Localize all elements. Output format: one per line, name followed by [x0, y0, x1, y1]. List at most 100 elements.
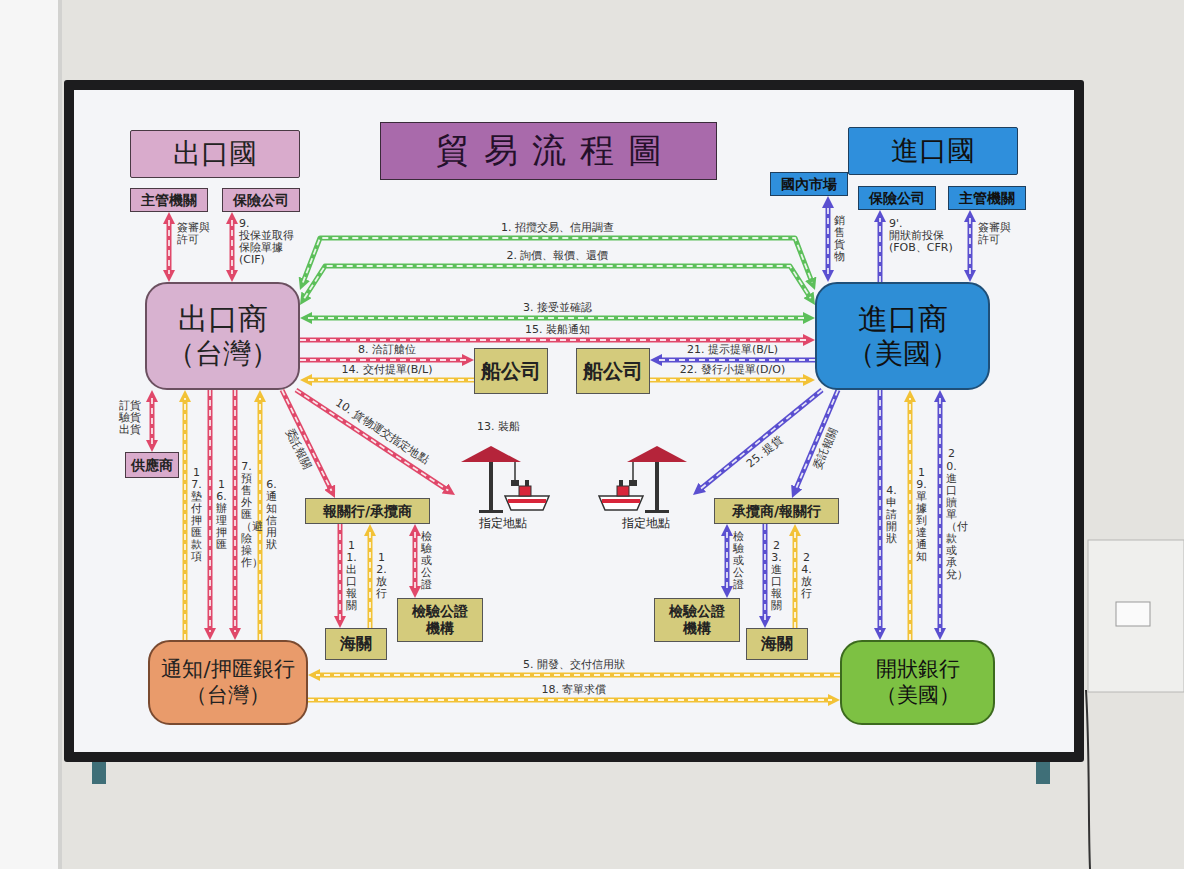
flow-line-dash — [234, 390, 236, 632]
carrier-box: 船公司 — [474, 348, 548, 394]
edge-label: 18. 寄單求償 — [541, 684, 608, 696]
edge-label: 10. 貨物運交指定地點 — [332, 397, 431, 468]
flow-line-dash — [879, 390, 881, 632]
flow-arrow — [296, 390, 448, 491]
node-text: 保險公司 — [233, 192, 289, 209]
node-text: 船公司 — [583, 359, 643, 383]
flow-line — [413, 532, 418, 590]
flow-arrow — [304, 266, 810, 298]
flow-arrow — [765, 524, 766, 620]
flow-line-dash — [184, 398, 186, 640]
edge-label: 訂貨 驗貨 出貨 — [118, 400, 146, 436]
flow-line-dash — [794, 532, 796, 628]
flow-line — [763, 524, 768, 620]
edge-label: 簽審與 許可 — [977, 222, 1015, 246]
node-text: 出口國 — [173, 137, 257, 171]
flow-arrow — [169, 220, 170, 274]
flow-arrow — [303, 238, 812, 283]
edge-label: 檢驗或公證 — [733, 531, 744, 591]
node-text: 進口商 — [858, 301, 948, 337]
node-text: 開狀銀行 — [876, 657, 960, 682]
edge-label: 12. 放行 — [376, 552, 387, 600]
edge-label: 14. 交付提單(B/L) — [341, 364, 434, 376]
flow-line — [878, 390, 883, 632]
edge-label: 檢驗或公證 — [421, 531, 432, 591]
flow-line — [826, 204, 831, 274]
flow-arrow — [152, 398, 153, 444]
flow-line-dash — [296, 390, 448, 491]
node-text: 承攬商/報關行 — [732, 503, 821, 520]
node-text: 海關 — [761, 634, 793, 653]
flow-line — [167, 220, 172, 274]
crane-pole — [489, 462, 493, 512]
flow-arrow — [340, 524, 341, 620]
edge-label: 25. 提貨 — [744, 433, 786, 471]
node-text: 檢驗公證 機構 — [659, 603, 735, 637]
inspection-box: 檢驗公證 機構 — [654, 598, 740, 642]
flow-line — [793, 532, 798, 628]
flow-arrow — [260, 398, 261, 640]
edge-label: 15. 裝船通知 — [524, 324, 591, 336]
edge-label: 21. 提示提單(B/L) — [686, 344, 779, 356]
party-box: 保險公司 — [222, 188, 300, 212]
edge-label: 22. 發行小提單(D/O) — [679, 364, 786, 376]
ship-cabin — [617, 486, 629, 496]
flow-line — [233, 390, 238, 632]
edge-label: 4. 申請開狀 — [886, 485, 897, 545]
broker-box: 報關行/承攬商 — [305, 498, 430, 524]
flow-line — [300, 338, 807, 343]
crane-ship-illustration — [599, 446, 687, 513]
node-text: 保險公司 — [869, 190, 925, 207]
flow-line-dash — [300, 339, 807, 341]
edge-label: 7. 預售外匯（避險操作） — [241, 461, 252, 570]
edge-label: 9. 投保並取得 保險單據 (CIF) — [238, 218, 298, 266]
flow-line-dash — [308, 699, 832, 701]
ship-stack — [619, 480, 623, 486]
flow-arrow — [910, 398, 911, 640]
edge-label: 23. 進口報關 — [771, 540, 782, 613]
flow-line-dash — [308, 317, 807, 319]
bank-box: 開狀銀行（美國） — [840, 640, 995, 725]
node-text: 指定地點 — [479, 516, 527, 530]
flow-line-dash — [304, 266, 810, 298]
flow-line-dash — [650, 379, 807, 381]
board — [74, 90, 1074, 752]
flow-arrow — [282, 390, 331, 491]
flow-line — [308, 698, 832, 703]
edge-label: 委託報關 — [282, 426, 313, 473]
flow-arrow — [308, 380, 474, 381]
flow-line-dash — [300, 359, 466, 361]
node-text: （台灣） — [167, 337, 279, 371]
node-text: 進口國 — [891, 134, 975, 168]
flow-arrow — [940, 398, 941, 632]
crane-cable — [632, 462, 634, 480]
country-header: 出口國 — [130, 130, 300, 178]
party-box: 主管機關 — [948, 186, 1026, 210]
flow-arrow — [828, 204, 829, 274]
flow-arrow — [210, 390, 211, 632]
flow-line-dash — [303, 238, 812, 283]
flow-line — [208, 390, 213, 632]
flow-line-dash — [308, 379, 474, 381]
broker-box: 承攬商/報關行 — [714, 498, 839, 524]
flow-arrow — [300, 340, 807, 341]
flow-line — [258, 398, 263, 640]
flow-arrow — [658, 360, 815, 361]
flow-line-dash — [339, 524, 341, 620]
flow-line — [308, 316, 807, 321]
flow-arrow — [232, 220, 233, 274]
flow-line-dash — [764, 524, 766, 620]
flow-line — [230, 220, 235, 274]
flow-line — [304, 266, 810, 298]
edge-label: 19. 單據到達通知 — [916, 467, 927, 564]
flow-arrow — [235, 390, 236, 632]
node-text: 海關 — [340, 634, 372, 653]
node-text: 報關行/承攬商 — [323, 503, 412, 520]
flow-line-dash — [316, 674, 840, 676]
flow-line-dash — [726, 532, 728, 590]
switch-box — [1088, 540, 1184, 692]
inspection-box: 檢驗公證 機構 — [397, 598, 483, 642]
ship-cabin — [519, 486, 531, 496]
step-label: 13. 裝船 — [476, 421, 521, 433]
port-place: 指定地點 — [598, 440, 693, 532]
